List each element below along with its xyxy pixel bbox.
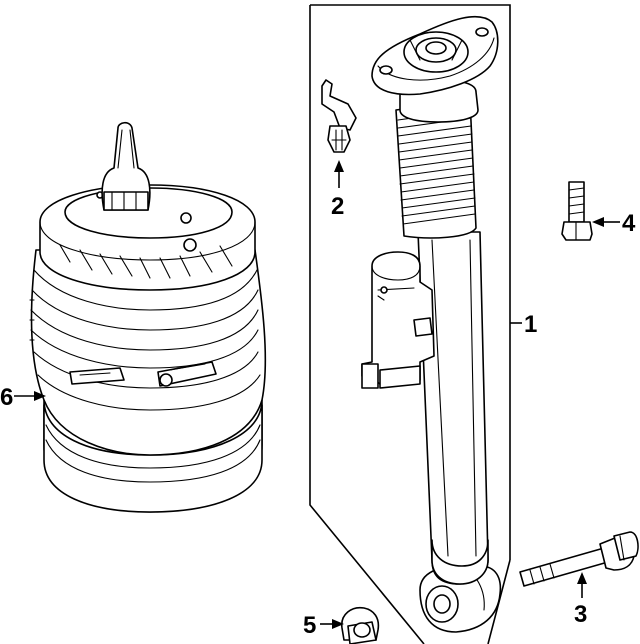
callout-3: 3: [574, 601, 587, 628]
callout-6: 6: [0, 384, 13, 411]
air-spring-part[interactable]: [29, 121, 267, 513]
lower-bolt-part[interactable]: [519, 531, 639, 587]
callout-2: 2: [331, 193, 344, 220]
callout-4: 4: [622, 210, 636, 237]
callout-1: 1: [524, 311, 537, 338]
upper-bolt-part[interactable]: [561, 181, 593, 241]
callout-leaders: [14, 160, 620, 629]
nut-part[interactable]: [341, 606, 380, 644]
sensor-bracket-part[interactable]: [321, 79, 357, 153]
shock-absorber-part[interactable]: [361, 15, 502, 633]
callout-5: 5: [303, 612, 316, 639]
